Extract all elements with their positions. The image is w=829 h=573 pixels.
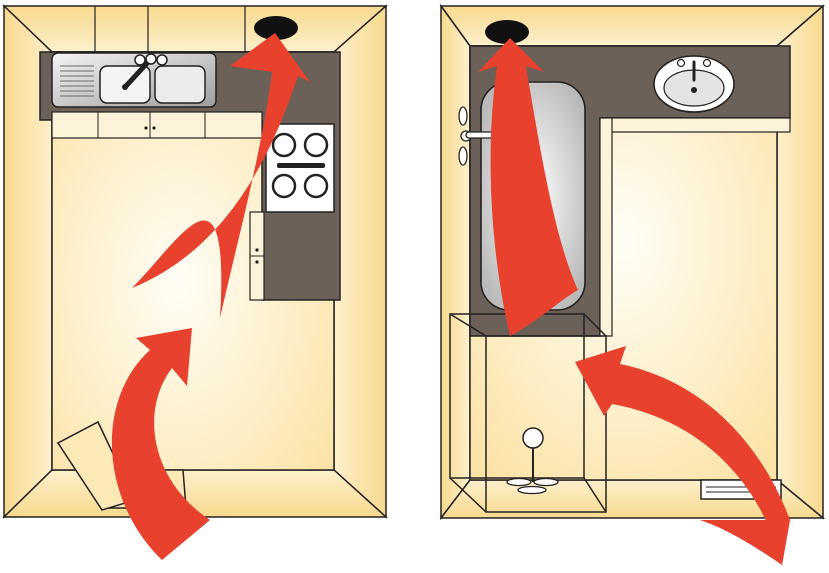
kitchen-stove [265, 123, 335, 213]
kitchen-wall-right [333, 4, 387, 519]
kitchen-upper-cabinets [51, 111, 263, 139]
kitchen-panel [2, 4, 388, 560]
bathroom-arrow-inflow [575, 346, 790, 565]
kitchen-wall-top [2, 5, 388, 53]
bathroom-vanity-front [599, 117, 791, 133]
bathroom-wall-left [440, 3, 471, 521]
bathroom-panel [439, 3, 826, 565]
kitchen-faucet [123, 53, 168, 89]
kitchen-arrow-to-fan [132, 33, 310, 318]
kitchen-exhaust-fan-icon [254, 16, 298, 40]
bathroom-arrow-to-fan [478, 38, 578, 336]
bathroom-wash-basin [653, 55, 735, 113]
bathroom-exhaust-fan-icon [485, 20, 529, 44]
bathroom-toilet [506, 427, 559, 495]
bathroom-tub-faucet [458, 106, 499, 166]
kitchen-arrow-inflow [111, 328, 210, 560]
